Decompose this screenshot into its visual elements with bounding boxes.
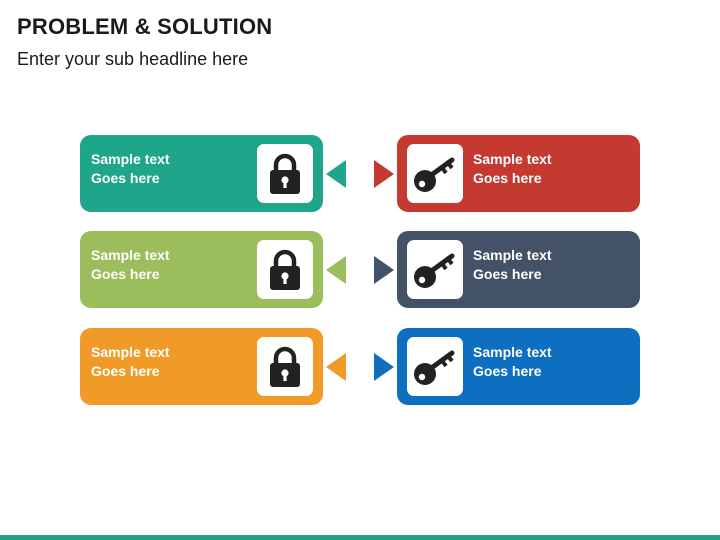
problem-card-2: Sample text Goes here	[80, 231, 323, 308]
solution-text-3: Sample text Goes here	[473, 343, 552, 381]
solution-card-1: Sample text Goes here	[397, 135, 640, 212]
solution-line1: Sample text	[473, 344, 552, 360]
page-subtitle: Enter your sub headline here	[17, 49, 249, 69]
problem-line1: Sample text	[91, 247, 170, 263]
problem-line2: Goes here	[91, 363, 160, 379]
solution-card-2: Sample text Goes here	[397, 231, 640, 308]
solution-text-2: Sample text Goes here	[473, 246, 552, 284]
solution-card-3: Sample text Goes here	[397, 328, 640, 405]
key-icon	[414, 253, 455, 288]
problem-text-1: Sample text Goes here	[91, 150, 170, 188]
lock-icon	[270, 153, 300, 194]
solution-line1: Sample text	[473, 247, 552, 263]
problem-text-3: Sample text Goes here	[91, 343, 170, 381]
arrow-right-1	[374, 160, 394, 188]
solution-line2: Goes here	[473, 363, 542, 379]
key-icon-box	[407, 337, 463, 396]
lock-icon-box	[257, 337, 313, 396]
key-icon	[414, 350, 455, 385]
problem-text-2: Sample text Goes here	[91, 246, 170, 284]
arrow-right-3	[374, 353, 394, 381]
key-icon	[414, 157, 455, 192]
lock-icon-box	[257, 240, 313, 299]
lock-icon	[270, 249, 300, 290]
arrow-left-3	[326, 353, 346, 381]
solution-line2: Goes here	[473, 170, 542, 186]
solution-line1: Sample text	[473, 151, 552, 167]
problem-line1: Sample text	[91, 151, 170, 167]
problem-card-3: Sample text Goes here	[80, 328, 323, 405]
arrow-left-1	[326, 160, 346, 188]
problem-card-1: Sample text Goes here	[80, 135, 323, 212]
lock-icon-box	[257, 144, 313, 203]
footer-bar	[0, 535, 720, 540]
problem-line2: Goes here	[91, 266, 160, 282]
page-title: PROBLEM & SOLUTION	[17, 14, 273, 39]
key-icon-box	[407, 240, 463, 299]
solution-text-1: Sample text Goes here	[473, 150, 552, 188]
solution-line2: Goes here	[473, 266, 542, 282]
arrow-left-2	[326, 256, 346, 284]
problem-line2: Goes here	[91, 170, 160, 186]
key-icon-box	[407, 144, 463, 203]
problem-line1: Sample text	[91, 344, 170, 360]
lock-icon	[270, 346, 300, 387]
arrow-right-2	[374, 256, 394, 284]
